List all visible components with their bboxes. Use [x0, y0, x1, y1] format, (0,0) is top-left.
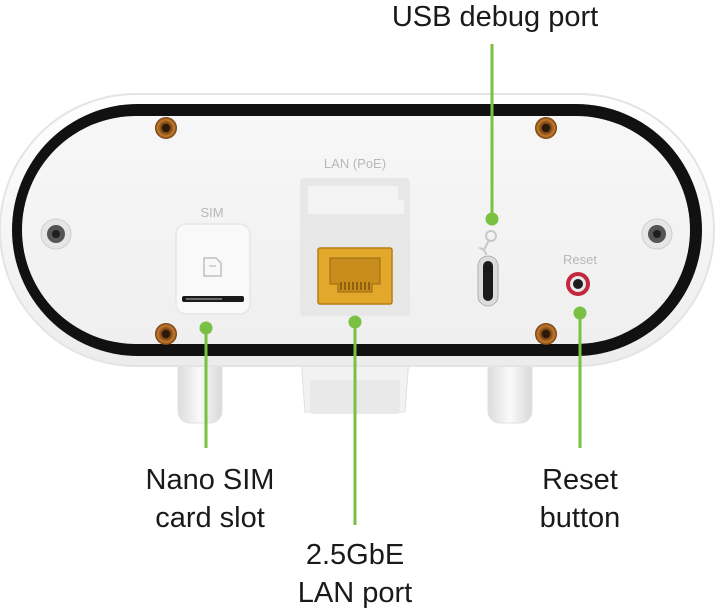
- lan-callout-dot: [348, 315, 362, 329]
- reset-button[interactable]: [566, 272, 590, 296]
- wrench-icon: [479, 230, 497, 255]
- sim-label: SIM: [200, 205, 223, 220]
- sim-cover: [175, 223, 251, 315]
- lan-label: LAN (PoE): [324, 156, 386, 171]
- screw-icon: [155, 117, 557, 345]
- lan-port-line-2: LAN port: [297, 577, 413, 609]
- reset-button-line-2: button: [539, 502, 621, 534]
- reset-label: Reset: [563, 252, 597, 267]
- reset-button-line-1: Reset: [542, 464, 618, 496]
- usb-debug-port-text: USB debug port: [391, 1, 599, 33]
- usb-debug-port-label: USB debug port: [345, 0, 645, 36]
- sim-callout-dot: [199, 321, 213, 335]
- mount-screw-icon: [40, 218, 673, 250]
- lan-port-line-1: 2.5GbE: [305, 539, 405, 571]
- lan-port-label: 2.5GbE LAN port: [255, 536, 455, 612]
- sim-card-icon: [203, 257, 222, 277]
- usb-callout-dot: [485, 212, 499, 226]
- reset-button-label: Reset button: [500, 461, 660, 537]
- reset-callout-dot: [573, 306, 587, 320]
- nano-sim-line-1: Nano SIM: [145, 464, 275, 496]
- ethernet-port-icon[interactable]: [317, 247, 393, 305]
- nano-sim-slot-label: Nano SIM card slot: [100, 461, 320, 537]
- nano-sim-line-2: card slot: [155, 502, 265, 534]
